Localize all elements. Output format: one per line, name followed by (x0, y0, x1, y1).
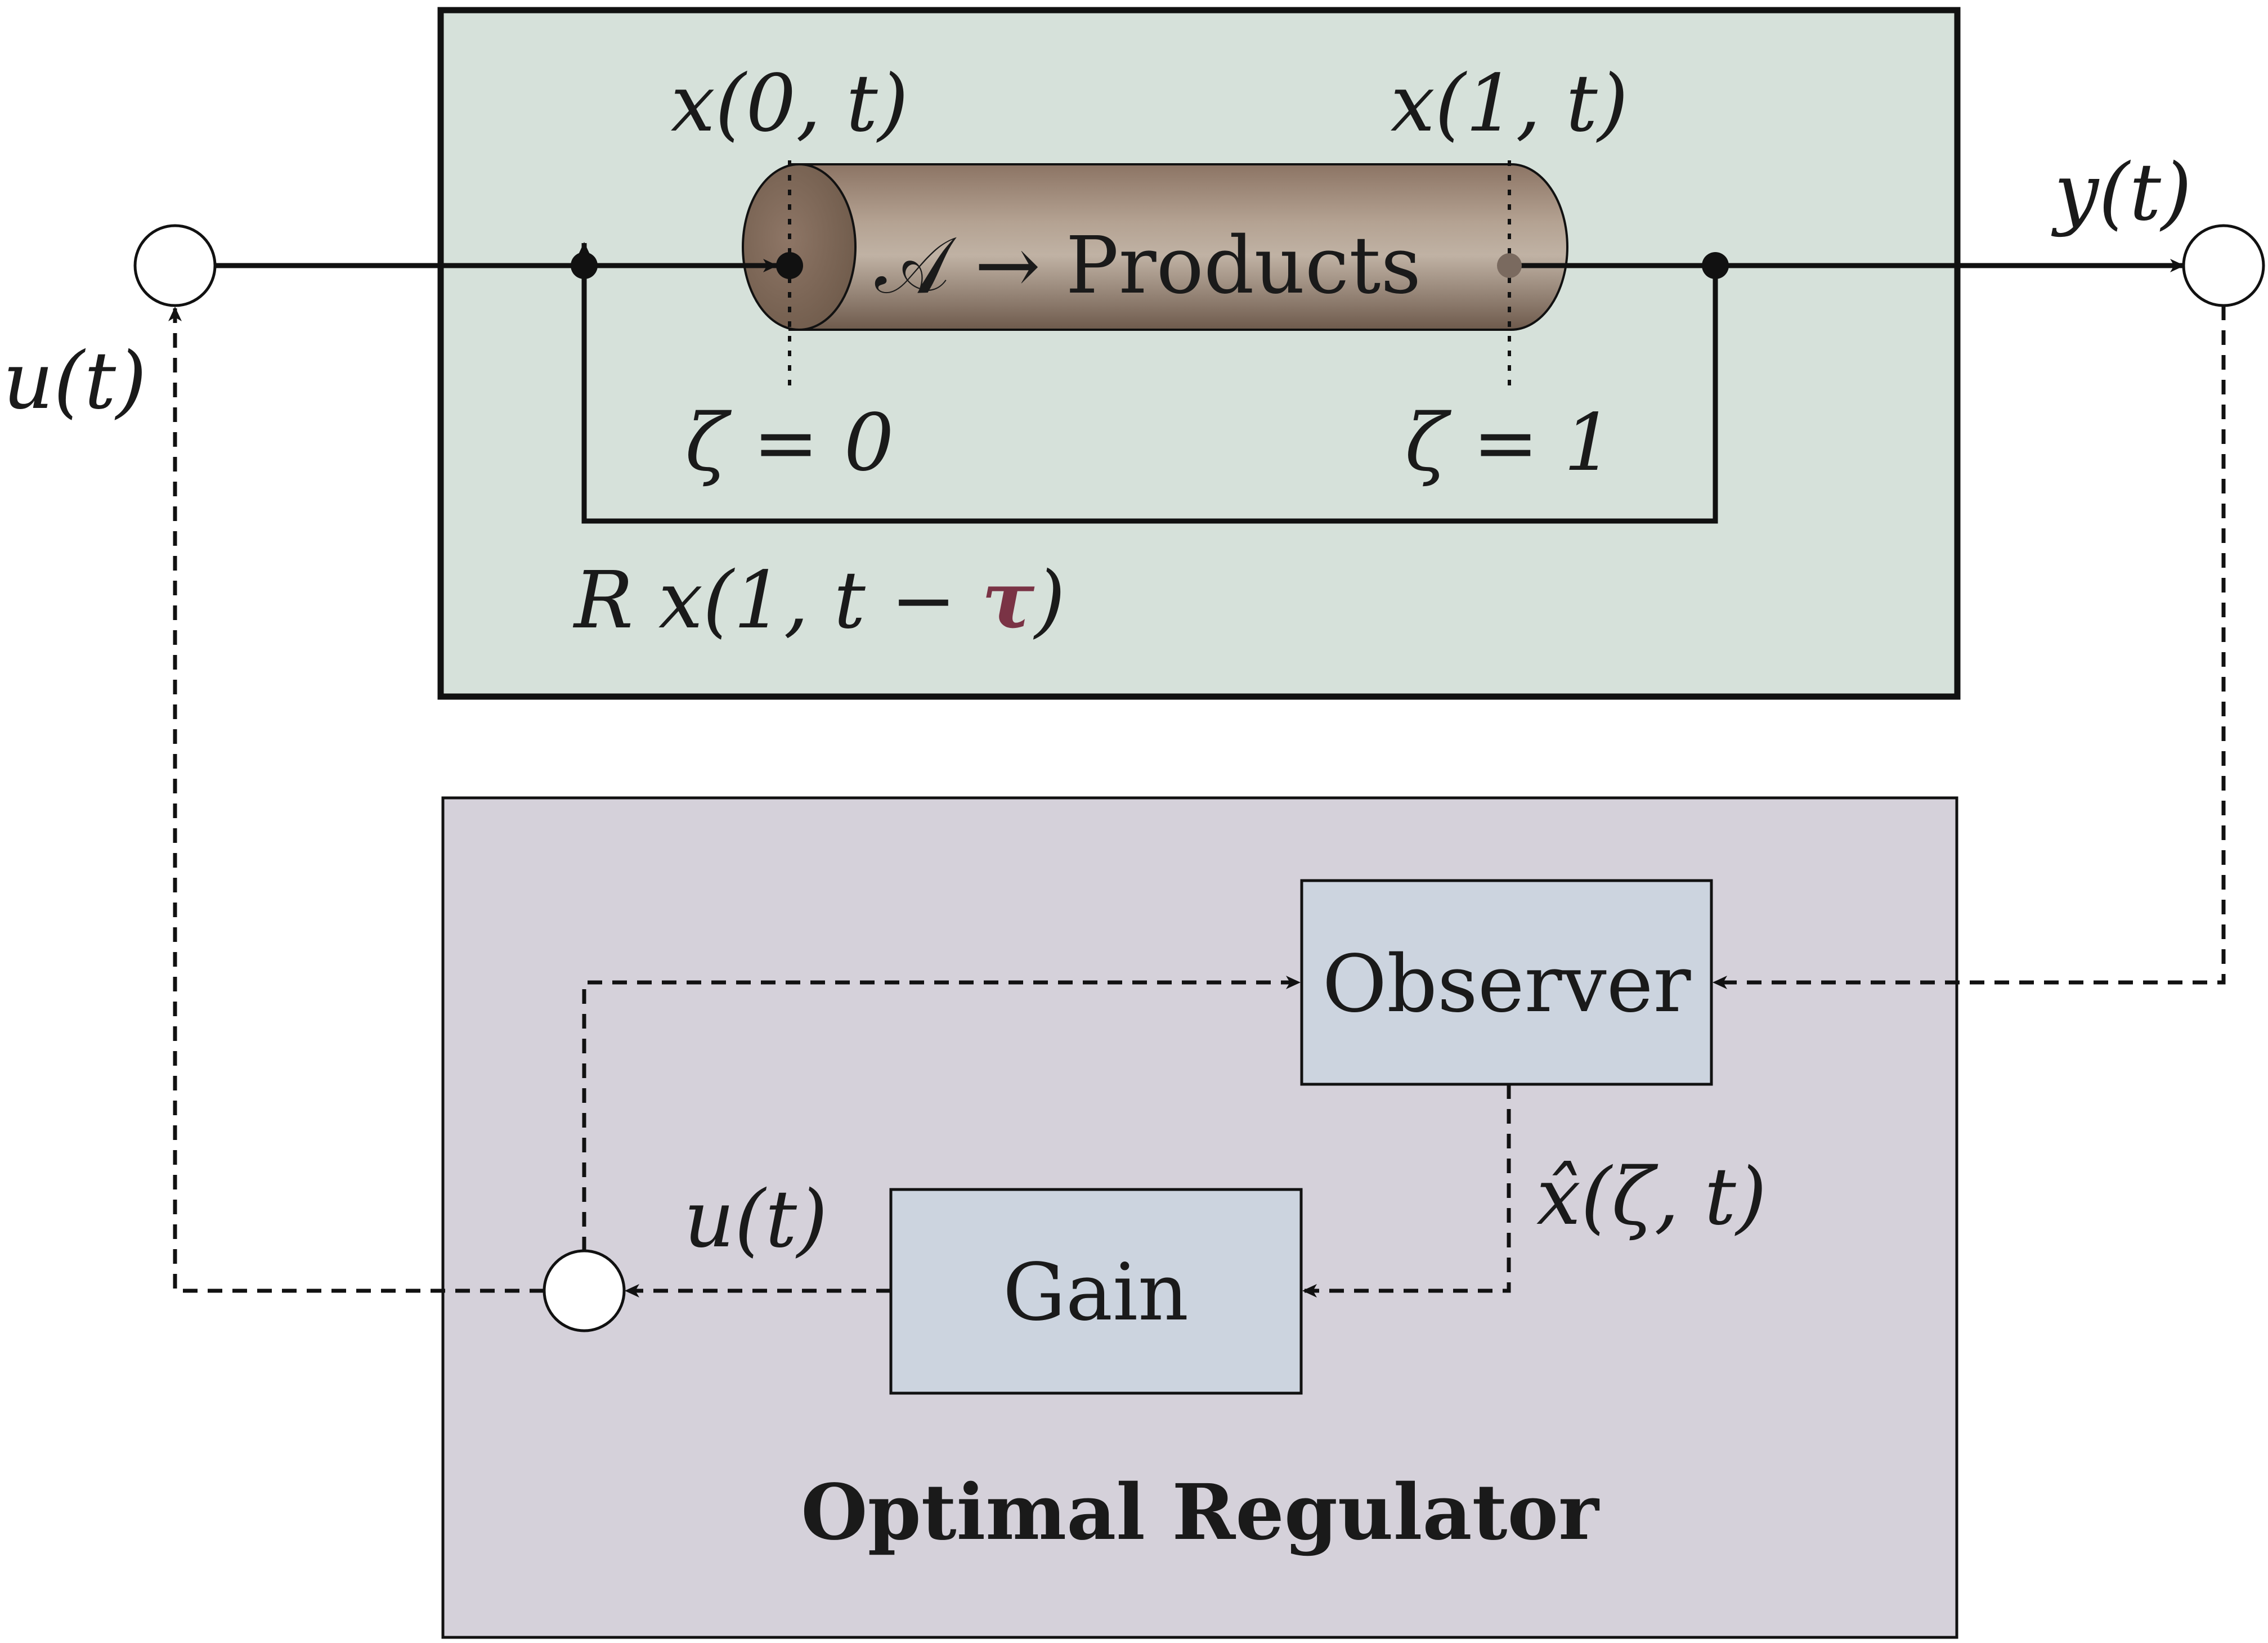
recycle-loop (577, 242, 1718, 524)
recycle-label: R x(1, t − τ) (572, 554, 1065, 647)
outlet-point (1497, 253, 1522, 278)
split-junction (1702, 252, 1729, 279)
output-signal-label: y(t) (2051, 147, 2192, 239)
feedback-path (168, 307, 544, 1293)
mix-junction (571, 252, 598, 279)
control-signal-label: u(t) (684, 1174, 828, 1265)
outlet-label: x(1, t) (1391, 58, 1629, 150)
measurement-path (1713, 306, 2226, 989)
gain-block (889, 1188, 1303, 1395)
observer-input-path (582, 976, 1301, 1251)
zeta1-label: ζ = 1 (1405, 397, 1613, 489)
recycle-suffix: ) (1033, 555, 1065, 647)
regulator-title: Optimal Regulator (801, 1467, 1600, 1557)
output-terminal (2182, 224, 2265, 307)
recycle-prefix: R x(1, t − (572, 555, 981, 647)
input-signal-label: u(t) (3, 335, 147, 427)
estimate-path (1302, 1084, 1511, 1298)
inlet-label: x(0, t) (671, 58, 909, 150)
zeta0-label: ζ = 0 (685, 397, 894, 489)
gain-label: Gain (1003, 1247, 1189, 1339)
recycle-tau: τ (981, 554, 1035, 647)
observer-block (1300, 879, 1713, 1086)
control-node (543, 1249, 626, 1332)
inlet-point (776, 252, 803, 279)
reaction-label: 𝒜 → Products (875, 220, 1421, 312)
observer-label: Observer (1323, 939, 1691, 1030)
reactor-cylinder (742, 163, 1568, 331)
plant-box (437, 7, 1961, 700)
input-terminal (133, 224, 217, 307)
estimate-label: x̂(ζ, t) (1536, 1151, 1767, 1243)
